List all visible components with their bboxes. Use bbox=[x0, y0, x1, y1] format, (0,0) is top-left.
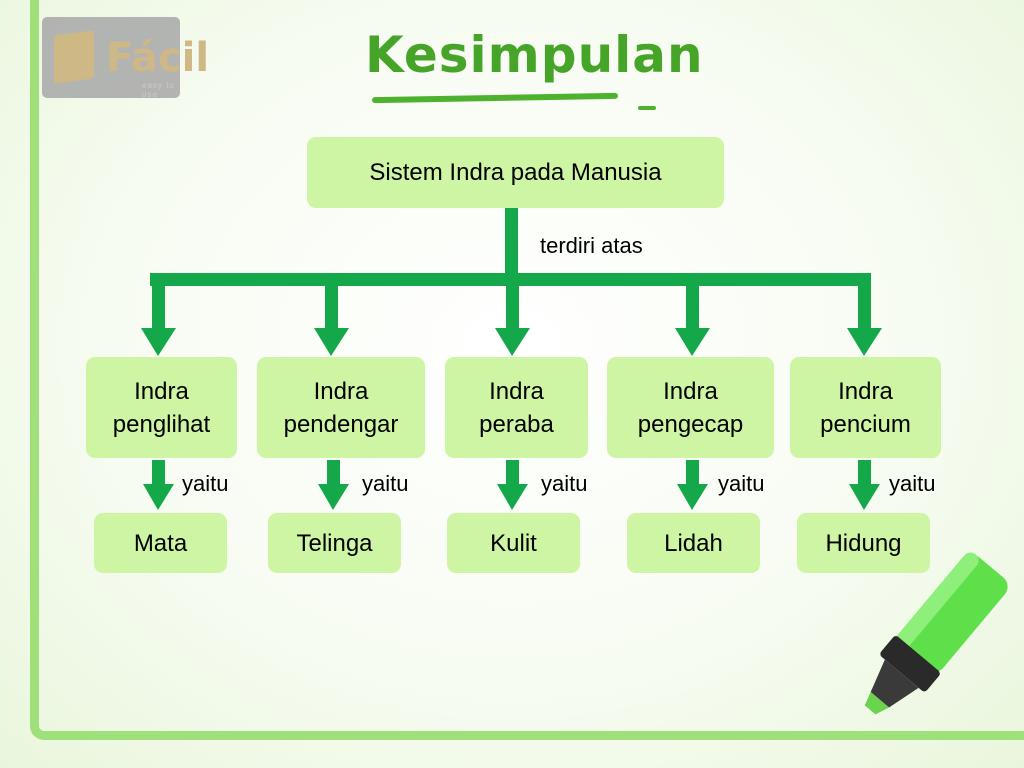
root-node: Sistem Indra pada Manusia bbox=[307, 137, 724, 208]
logo: Fácil easy to use bbox=[42, 17, 209, 99]
arrow-to-hidung bbox=[849, 460, 880, 510]
organ-node-hidung: Hidung bbox=[797, 513, 930, 573]
relation-label-peraba: yaitu bbox=[541, 471, 588, 496]
category-line2: pengecap bbox=[637, 410, 744, 438]
category-line1: Indra bbox=[313, 377, 369, 405]
category-line2: pencium bbox=[820, 410, 911, 438]
arrow-to-pencium bbox=[847, 280, 882, 356]
arrow-to-kulit bbox=[497, 460, 528, 510]
arrow-to-peraba bbox=[495, 280, 530, 356]
organ-node-telinga: Telinga bbox=[268, 513, 401, 573]
category-line2: peraba bbox=[479, 410, 554, 438]
root-label: Sistem Indra pada Manusia bbox=[369, 159, 662, 186]
organ-label: Hidung bbox=[825, 529, 902, 557]
arrow-to-mata bbox=[143, 460, 174, 510]
arrow-to-pendengar bbox=[314, 280, 349, 356]
organ-label: Lidah bbox=[664, 529, 723, 557]
relation-label-penglihat: yaitu bbox=[182, 471, 229, 496]
category-line1: Indra bbox=[838, 377, 893, 405]
organ-node-mata: Mata bbox=[94, 513, 227, 573]
organ-label: Kulit bbox=[490, 529, 537, 557]
organ-node-kulit: Kulit bbox=[447, 513, 580, 573]
category-node-pendengar: Indra pendengar bbox=[257, 357, 425, 458]
category-node-penglihat: Indra penglihat bbox=[86, 357, 237, 458]
relation-main-label: terdiri atas bbox=[540, 233, 643, 258]
organ-label: Telinga bbox=[296, 529, 373, 557]
arrow-to-pengecap bbox=[675, 280, 710, 356]
category-line1: Indra bbox=[134, 377, 189, 405]
category-line2: pendengar bbox=[283, 410, 399, 438]
category-node-peraba: Indra peraba bbox=[445, 357, 588, 458]
organ-label: Mata bbox=[133, 529, 188, 557]
organ-node-lidah: Lidah bbox=[627, 513, 760, 573]
slide-title: Kesimpulan bbox=[365, 26, 704, 84]
arrow-to-penglihat bbox=[141, 280, 176, 356]
relation-label-pengecap: yaitu bbox=[718, 471, 765, 496]
category-line1: Indra bbox=[663, 377, 718, 405]
category-line1: Indra bbox=[489, 377, 544, 405]
arrow-to-lidah bbox=[677, 460, 708, 510]
relation-label-pendengar: yaitu bbox=[362, 471, 409, 496]
category-line2: penglihat bbox=[112, 410, 211, 438]
arrow-to-telinga bbox=[318, 460, 349, 510]
relation-label-pencium: yaitu bbox=[889, 471, 936, 496]
highlighter-marker-icon bbox=[864, 552, 1008, 715]
category-node-pengecap: Indra pengecap bbox=[607, 357, 774, 458]
root-stem bbox=[505, 207, 518, 280]
logo-word: Fácil bbox=[106, 35, 210, 81]
board-frame bbox=[30, 0, 1024, 740]
category-node-pencium: Indra pencium bbox=[790, 357, 941, 458]
title-underline-dash bbox=[638, 106, 656, 110]
logo-tagline: easy to use bbox=[142, 81, 175, 99]
